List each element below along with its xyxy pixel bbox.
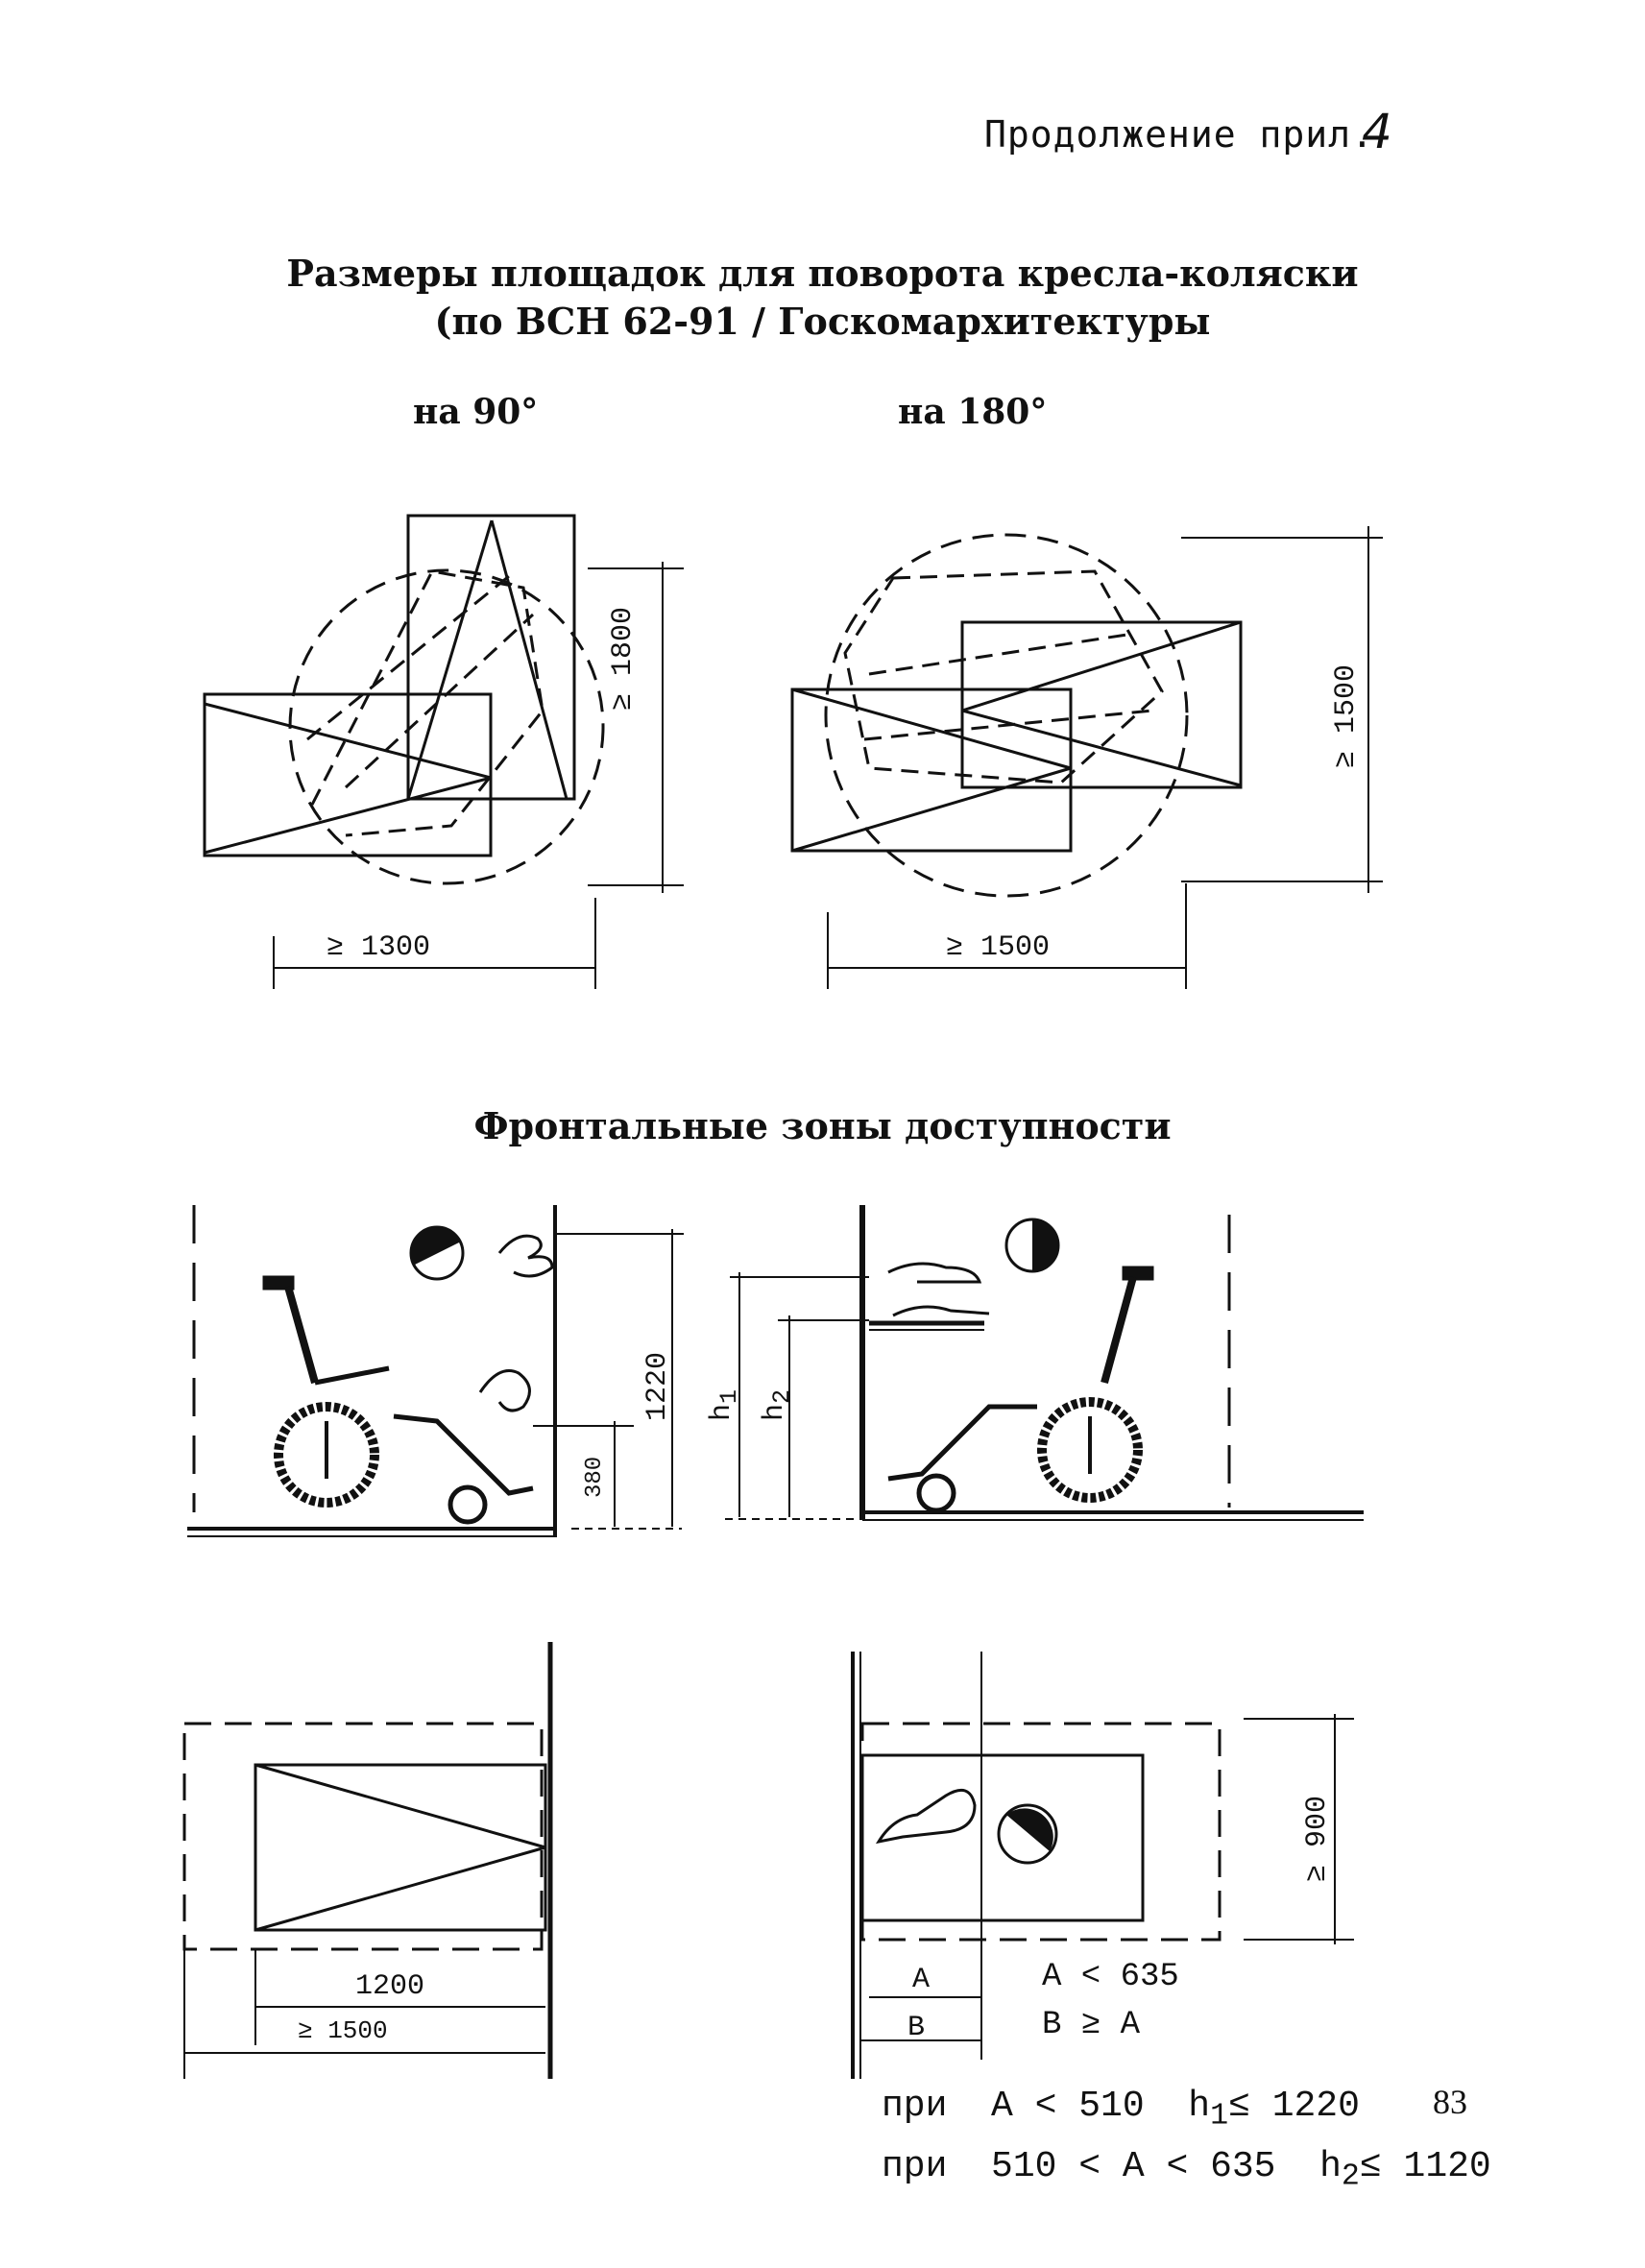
wheelchair-rect-a — [790, 688, 1073, 853]
dim-width-180: ≥ 1500 — [946, 931, 1051, 964]
wheelchair-footprint-right — [860, 1753, 1145, 1922]
label-turn-180: на 180° — [898, 392, 1048, 432]
wheelchair-rect-horizontal — [203, 692, 493, 857]
wheel-left — [274, 1402, 379, 1508]
dim-height-180: ≥ 1500 — [1330, 664, 1363, 768]
label-a: A — [912, 1964, 931, 1996]
label-b: B — [907, 2012, 926, 2044]
clear-floor-zone-right — [860, 1722, 1222, 1942]
dim-height-900: ≥ 900 — [1301, 1795, 1334, 1882]
dim-high-reach: 1220 — [641, 1351, 674, 1421]
label-h2: h2 — [759, 1388, 796, 1421]
dim-low-reach: 380 — [582, 1456, 608, 1498]
wheelchair-footprint-left — [254, 1763, 547, 1932]
section-title-reach-zones: Фронтальные зоны доступности — [473, 1104, 1172, 1147]
section-title-turning-areas: Размеры площадок для поворота кресла-кол… — [286, 252, 1359, 295]
section-subtitle-standard: (по ВСН 62-91 / Госкомархитектуры — [434, 300, 1211, 343]
clear-floor-zone-left — [182, 1722, 544, 1951]
condition-b: B ≥ A — [1042, 2007, 1141, 2043]
turning-circle-180 — [824, 533, 1189, 898]
dim-height-90: ≥ 1800 — [607, 606, 640, 711]
dim-outer-1500: ≥ 1500 — [298, 2016, 388, 2045]
label-turn-90: на 90° — [413, 392, 539, 432]
wheel-right — [1037, 1397, 1143, 1503]
continuation-header: Продолжение прил. — [984, 113, 1374, 156]
turn-90-diagram — [203, 514, 684, 989]
label-h1: h1 — [706, 1388, 743, 1421]
footnote-line-2: при 510 < A < 635 h2≤ 1120 — [882, 2146, 1491, 2194]
dim-inner-1200: 1200 — [355, 1970, 425, 2003]
plan-view-right — [851, 1652, 1354, 2079]
dim-width-90: ≥ 1300 — [327, 931, 431, 964]
wheelchair-rect-b — [960, 620, 1243, 789]
footnote-line-1: при A < 510 h1≤ 1220 — [882, 2086, 1360, 2134]
turning-circle-90 — [288, 568, 605, 885]
turn-180-diagram — [790, 526, 1383, 989]
appendix-number: 4 — [1362, 104, 1392, 159]
condition-a: A < 635 — [1042, 1959, 1179, 1995]
side-view-right — [725, 1205, 1364, 1521]
page-number: 83 — [1433, 2083, 1467, 2121]
plan-view-left — [182, 1642, 553, 2079]
side-view-left — [187, 1205, 684, 1537]
